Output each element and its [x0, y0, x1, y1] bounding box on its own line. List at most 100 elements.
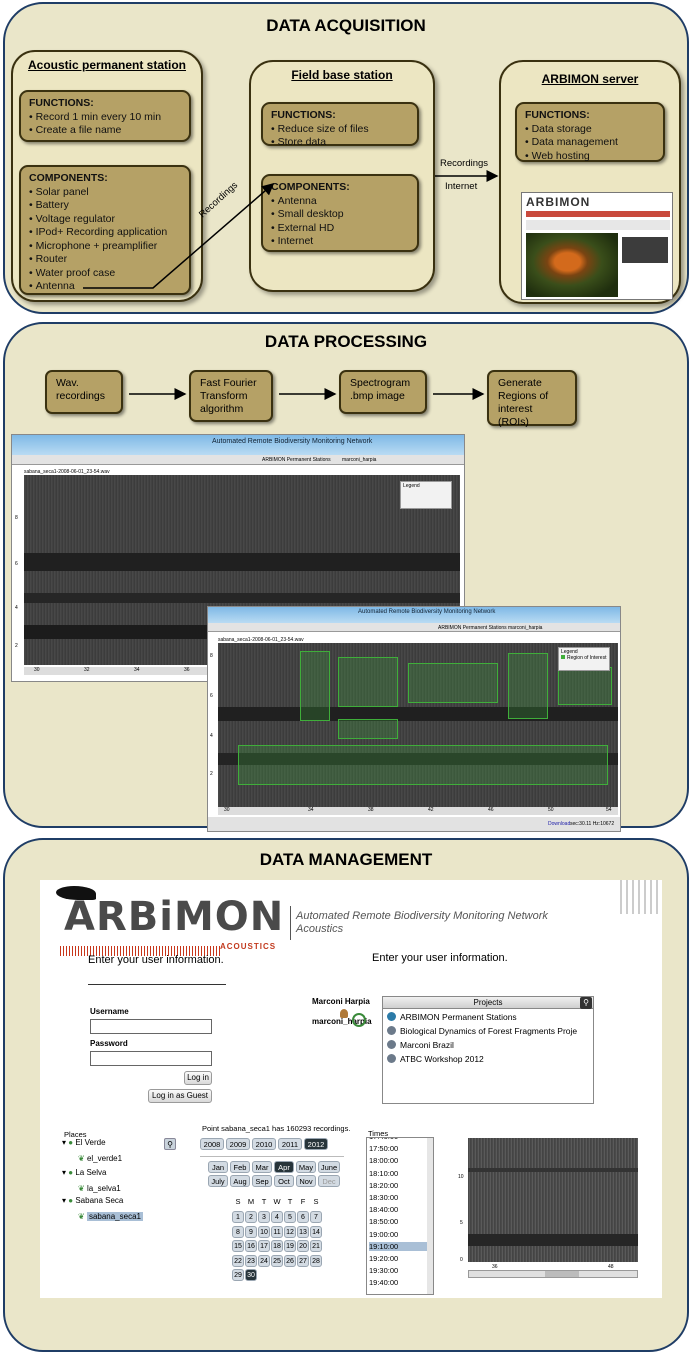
project-item[interactable]: Marconi Brazil	[387, 1040, 454, 1050]
scrollbar-thumb[interactable]	[545, 1271, 579, 1277]
year-button[interactable]: 2009	[226, 1138, 250, 1150]
arbimon-logo: ARBiMON	[64, 894, 285, 940]
day-button[interactable]: 24	[258, 1254, 270, 1267]
day-button[interactable]: 13	[297, 1225, 309, 1238]
app-banner-text: Automated Remote Biodiversity Monitoring…	[358, 609, 496, 615]
weekday-label: S	[235, 1197, 241, 1206]
time-item-selected[interactable]: 19:10:00	[369, 1241, 427, 1251]
time-item[interactable]: 17:40:00	[369, 1138, 398, 1141]
year-button-selected[interactable]: 2012	[304, 1138, 328, 1150]
day-button[interactable]: 14	[310, 1225, 322, 1238]
day-button[interactable]: 26	[284, 1254, 296, 1267]
component-item: Small desktop	[271, 208, 409, 222]
day-button[interactable]: 23	[245, 1254, 257, 1267]
day-button[interactable]: 10	[258, 1225, 270, 1238]
year-button[interactable]: 2011	[278, 1138, 302, 1150]
year-button[interactable]: 2010	[252, 1138, 276, 1150]
month-button[interactable]: Nov	[296, 1175, 316, 1187]
point-item-la-selva1[interactable]: ❦ la_selva1	[78, 1184, 121, 1193]
day-button[interactable]: 4	[271, 1211, 283, 1223]
preview-scrollbar[interactable]	[468, 1270, 638, 1278]
projects-panel: Projects ⚲ ARBIMON Permanent Stations Bi…	[382, 996, 594, 1104]
day-button[interactable]: 3	[258, 1211, 270, 1223]
y-tick: 6	[15, 561, 18, 567]
day-button[interactable]: 2	[245, 1211, 257, 1223]
point-label: sabana_seca1	[86, 1212, 143, 1221]
time-item[interactable]: 19:40:00	[369, 1278, 399, 1288]
time-item[interactable]: 18:30:00	[369, 1193, 399, 1202]
month-button[interactable]: June	[318, 1161, 340, 1173]
day-button[interactable]: 6	[297, 1211, 309, 1223]
day-button[interactable]: 16	[245, 1240, 257, 1253]
bird-logo-icon	[56, 886, 96, 900]
time-item[interactable]: 18:00:00	[369, 1156, 399, 1166]
day-button[interactable]: 17	[258, 1240, 270, 1253]
time-item[interactable]: 17:50:00	[369, 1144, 399, 1154]
day-button[interactable]: 12	[284, 1225, 296, 1238]
x-tick: 36	[184, 667, 190, 673]
place-item-el-verde[interactable]: ▾ ● El Verde	[62, 1138, 106, 1147]
time-item[interactable]: 18:20:00	[369, 1180, 399, 1190]
time-item[interactable]: 18:40:00	[369, 1205, 399, 1215]
day-button[interactable]: 27	[297, 1254, 309, 1267]
login-button[interactable]: Log in	[184, 1071, 212, 1085]
point-item-el-verde1[interactable]: ❦ el_verde1	[78, 1154, 122, 1163]
time-item[interactable]: 19:00:00	[369, 1229, 399, 1239]
month-button[interactable]: May	[296, 1161, 316, 1173]
day-button[interactable]: 8	[232, 1225, 244, 1238]
project-item[interactable]: Biological Dynamics of Forest Fragments …	[387, 1026, 577, 1036]
projects-search-icon[interactable]: ⚲	[580, 997, 592, 1009]
project-item[interactable]: ATBC Workshop 2012	[387, 1054, 484, 1064]
day-button[interactable]: 11	[271, 1225, 283, 1238]
month-button[interactable]: July	[208, 1175, 228, 1187]
month-button[interactable]: Mar	[252, 1161, 272, 1173]
month-button[interactable]: Oct	[274, 1175, 294, 1187]
day-button[interactable]: 15	[232, 1240, 244, 1253]
time-item[interactable]: 19:20:00	[369, 1254, 399, 1263]
time-item[interactable]: 19:30:00	[369, 1266, 399, 1276]
month-button[interactable]: Sep	[252, 1175, 272, 1187]
time-item[interactable]: 18:10:00	[369, 1168, 399, 1178]
step-line: Generate	[498, 377, 542, 389]
month-button[interactable]: Jan	[208, 1161, 228, 1173]
day-button[interactable]: 29	[232, 1269, 244, 1282]
place-item-la-selva[interactable]: ▾ ● La Selva	[62, 1168, 107, 1177]
field-components-box: COMPONENTS: Antenna Small desktop Extern…	[261, 174, 419, 252]
management-title: DATA MANAGEMENT	[259, 850, 433, 869]
point-item-sabana-seca1[interactable]: ❦ sabana_seca1	[78, 1212, 143, 1221]
x-tick: 38	[368, 807, 374, 813]
download-link[interactable]: Download	[548, 821, 571, 827]
day-button[interactable]: 5	[284, 1211, 296, 1223]
day-button[interactable]: 25	[271, 1254, 283, 1267]
project-item[interactable]: ARBIMON Permanent Stations	[387, 1012, 517, 1022]
day-button-selected[interactable]: 30	[245, 1269, 257, 1282]
place-item-sabana-seca[interactable]: ▾ ● Sabana Seca	[62, 1196, 124, 1205]
day-button[interactable]: 22	[232, 1254, 244, 1267]
step-line: Wav.	[56, 377, 79, 389]
month-button-selected[interactable]: Apr	[274, 1161, 294, 1173]
day-button[interactable]: 20	[297, 1240, 309, 1253]
station-label: ARBIMON Permanent Stations	[438, 625, 507, 631]
legend-box: Legend	[400, 481, 452, 509]
month-button[interactable]: Feb	[230, 1161, 250, 1173]
day-button[interactable]: 19	[284, 1240, 296, 1253]
password-input[interactable]	[90, 1051, 212, 1066]
day-button[interactable]: 9	[245, 1225, 257, 1238]
day-button[interactable]: 1	[232, 1211, 244, 1223]
day-button[interactable]: 18	[271, 1240, 283, 1253]
times-list[interactable]: 17:40:00 17:50:00 18:00:00 18:10:00 18:20:00…	[366, 1137, 434, 1295]
times-scrollbar[interactable]	[427, 1138, 433, 1294]
function-item: Data storage	[525, 123, 655, 137]
year-button[interactable]: 2008	[200, 1138, 224, 1150]
user-label: marconi_harpia	[342, 457, 377, 463]
guest-login-button[interactable]: Log in as Guest	[148, 1089, 212, 1103]
day-button[interactable]: 28	[310, 1254, 322, 1267]
username-input[interactable]	[90, 1019, 212, 1034]
month-button[interactable]: Aug	[230, 1175, 250, 1187]
places-search-button[interactable]: ⚲	[164, 1138, 176, 1150]
user-select-icon[interactable]	[352, 1013, 366, 1027]
day-button[interactable]: 7	[310, 1211, 322, 1223]
time-item[interactable]: 18:50:00	[369, 1217, 399, 1227]
day-button[interactable]: 21	[310, 1240, 322, 1253]
y-tick: 4	[15, 605, 18, 611]
